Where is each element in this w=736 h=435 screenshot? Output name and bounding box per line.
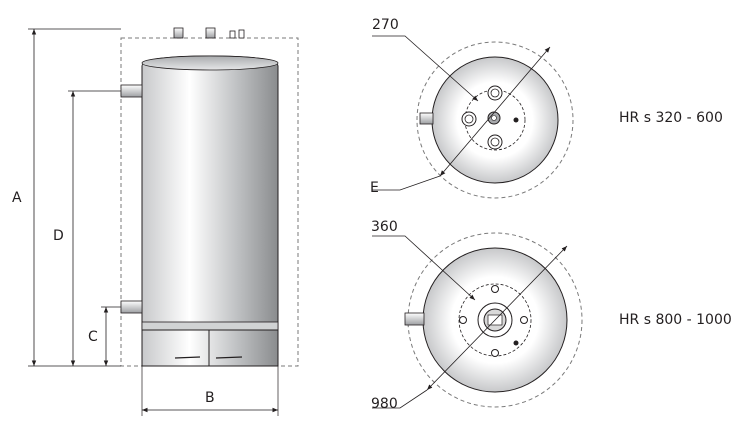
top-connection-4 <box>238 29 245 39</box>
upper-outer-dashed-circle <box>416 41 574 199</box>
plinth-handle-left <box>174 356 201 359</box>
upper-port-top <box>487 85 503 101</box>
side-view <box>28 27 299 416</box>
dim-c-label: C <box>88 329 98 345</box>
plinth-handle-right <box>215 356 243 359</box>
top-connection-2 <box>205 27 216 39</box>
tank-plinth <box>141 329 279 367</box>
lower-sensor-port <box>513 340 519 346</box>
dim-e-label: E <box>370 180 379 196</box>
top-view-lower <box>372 232 583 409</box>
lower-port-left <box>459 316 467 324</box>
upper-side-connection <box>120 84 143 98</box>
upper-sensor-port <box>513 117 519 123</box>
model-label-top: HR s 320 - 600 <box>619 110 723 126</box>
top-view-upper <box>372 35 574 199</box>
dim-b-label: B <box>205 390 215 406</box>
upper-side-nozzle <box>419 112 434 125</box>
lower-port-bottom <box>491 349 499 357</box>
upper-port-left <box>461 111 477 127</box>
dim-980-line <box>426 245 568 391</box>
lower-side-connection <box>120 300 143 314</box>
dim-e-line <box>439 46 551 177</box>
tank-base <box>141 321 279 331</box>
lower-side-nozzle <box>404 312 425 326</box>
lower-port-right <box>520 316 528 324</box>
lower-outer-dashed-circle <box>407 232 583 408</box>
tank-top-cap <box>141 55 279 71</box>
model-label-bottom: HR s 800 - 1000 <box>619 312 732 328</box>
lower-port-top <box>491 285 499 293</box>
top-connection-1 <box>173 27 184 39</box>
dim-980-label: 980 <box>371 396 398 412</box>
dim-d-label: D <box>53 228 64 244</box>
upper-port-bottom <box>487 134 503 150</box>
angle-270-label: 270 <box>372 17 399 33</box>
tank-body <box>141 55 279 331</box>
angle-360-label: 360 <box>371 219 398 235</box>
top-connection-3 <box>229 30 236 39</box>
dim-a-label: A <box>12 190 22 206</box>
